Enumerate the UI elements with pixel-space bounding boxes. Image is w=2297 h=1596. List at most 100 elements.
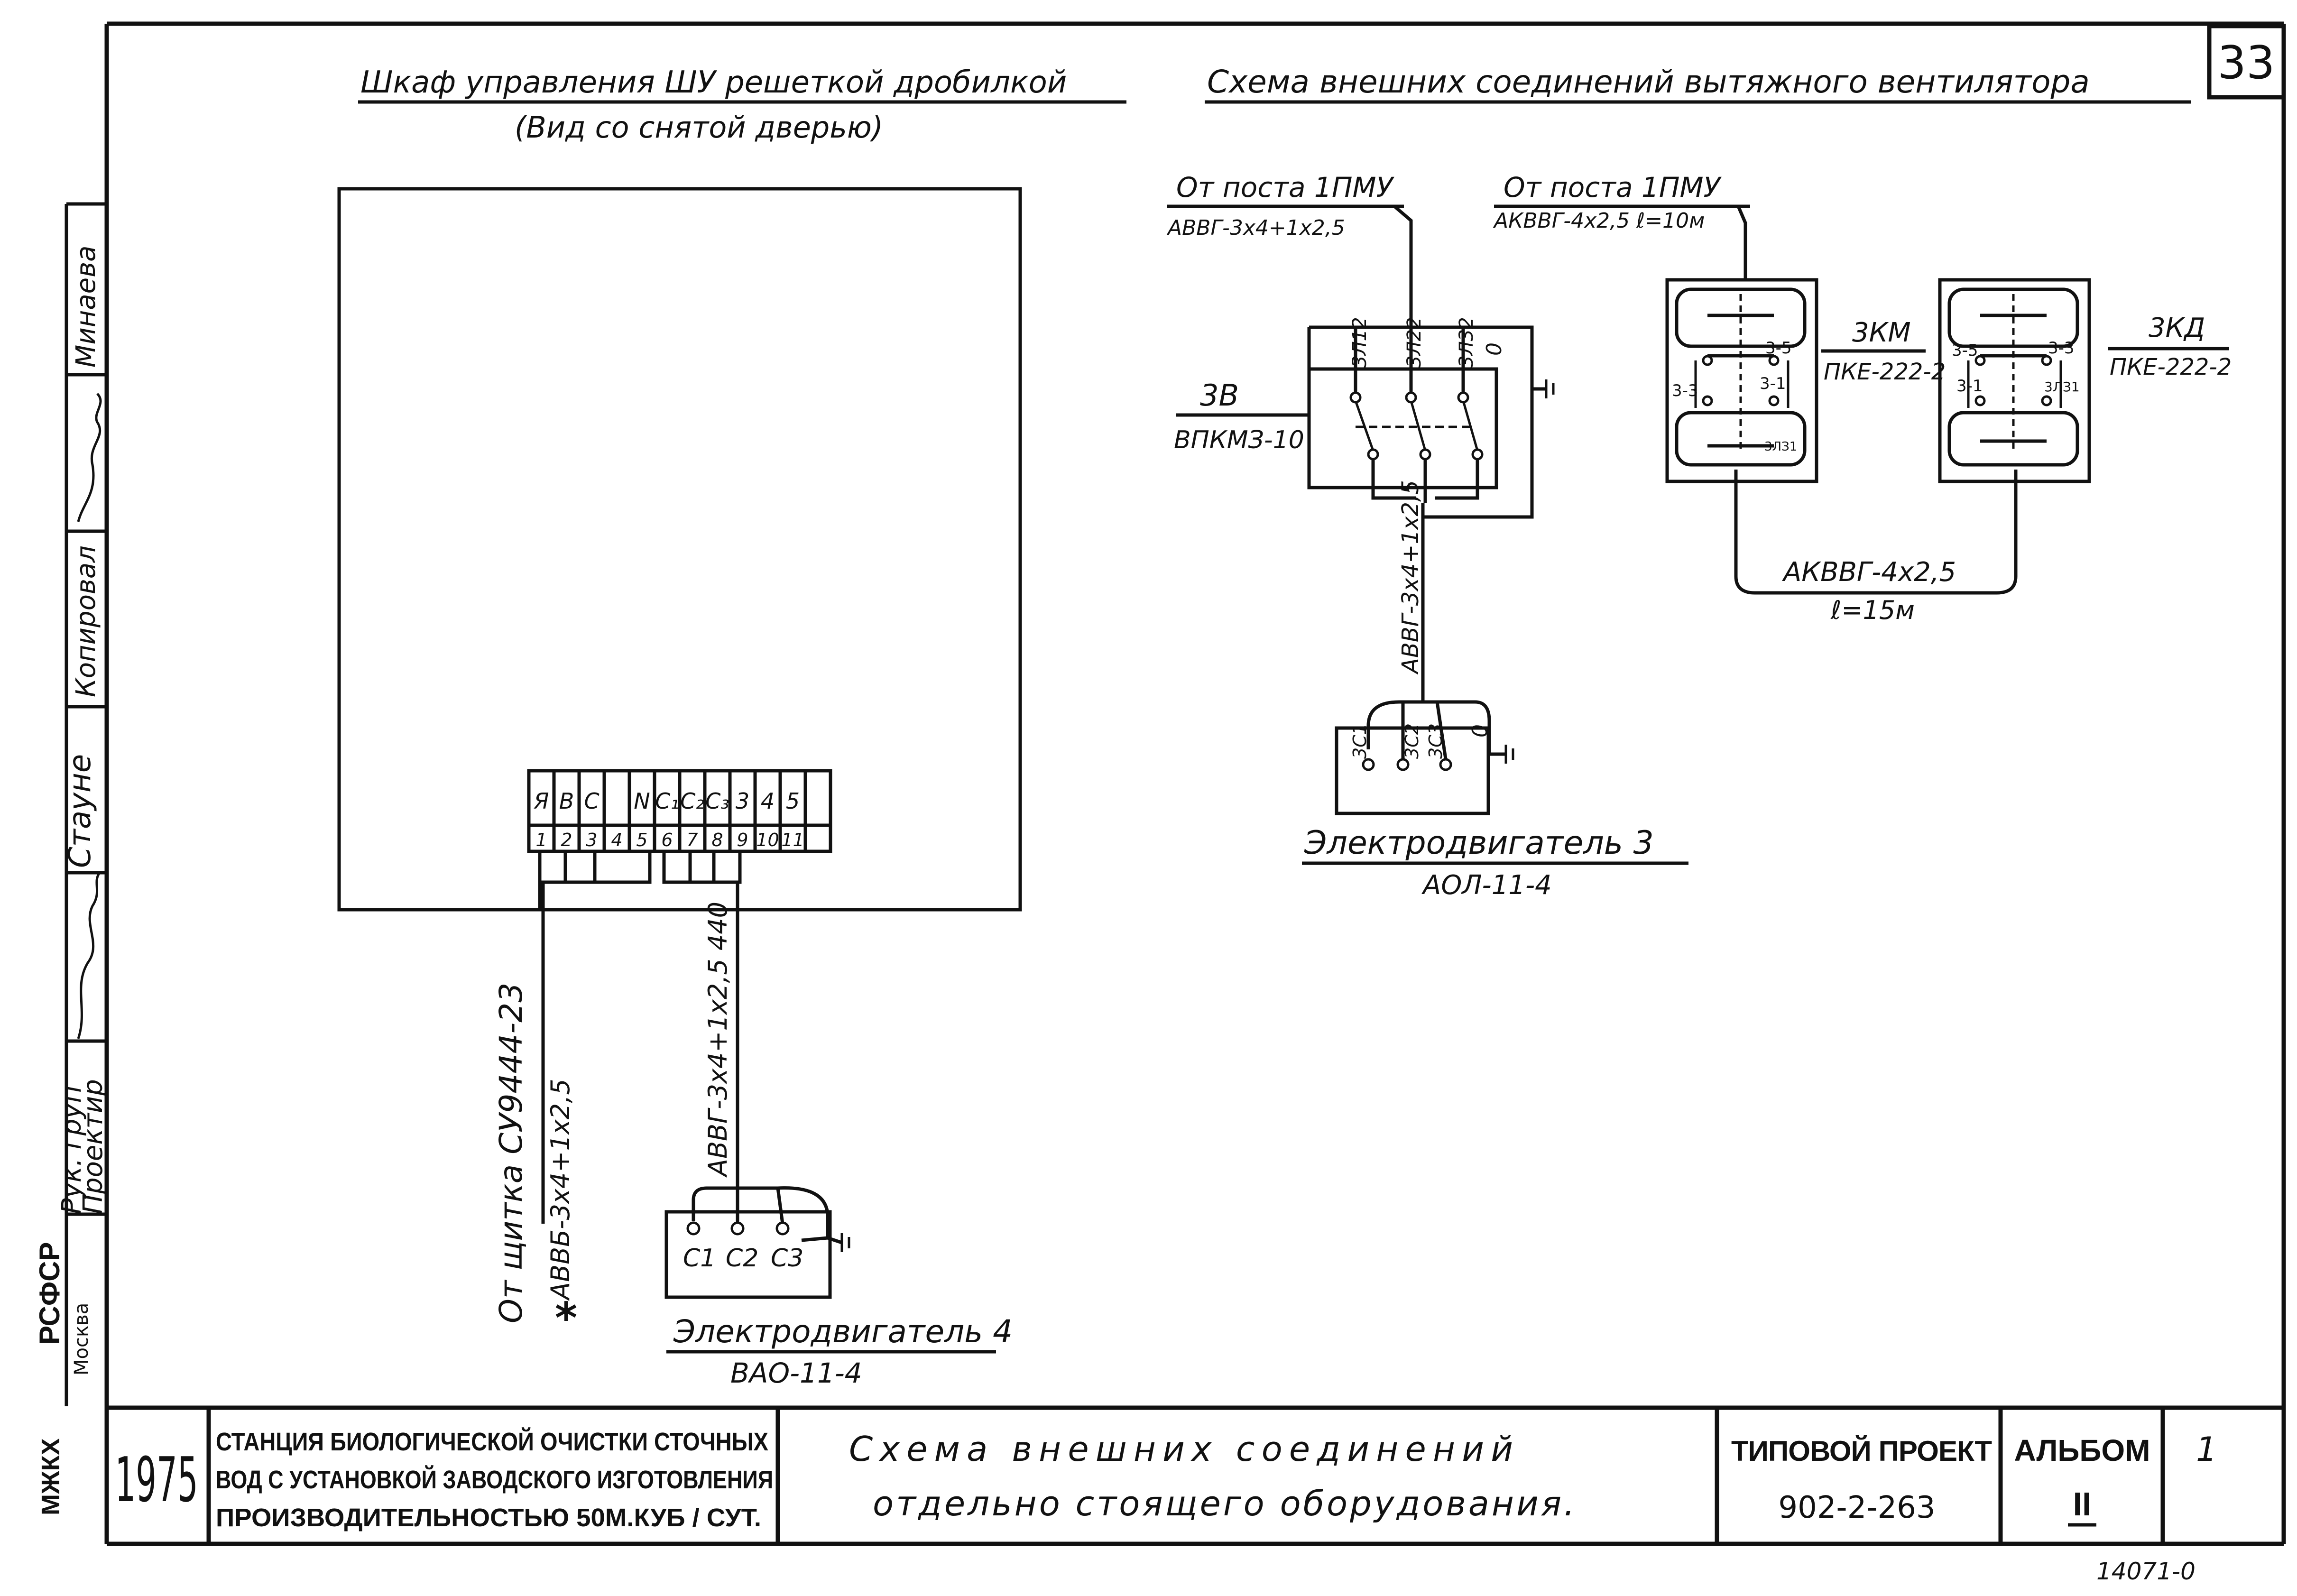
title-desc-line3: ПРОИЗВОДИТЕЛЬНОСТЬЮ 50М.КУБ / СУТ.	[216, 1504, 761, 1532]
left-subtitle: (Вид со снятой дверью)	[515, 110, 883, 145]
stamp-ministry: МЖКХ	[37, 1438, 65, 1515]
stamp-role-rukgrup: Рук. груп	[56, 1086, 87, 1214]
switch-3v: 3В ВПКМЗ-10 3Л12 3Л22 3Л32 0	[1174, 317, 1555, 519]
km-terminal-4: 3ЛЗ1	[1764, 440, 1797, 454]
kd-terminal-4: 3ЛЗ1	[2044, 379, 2080, 395]
terminal-number: 10	[756, 830, 779, 850]
from-post2: От поста 1ПМУ	[1504, 171, 1722, 203]
motor3-terminal-0: 0	[1468, 724, 1492, 738]
terminal-label-top: 3	[736, 788, 749, 814]
inventory-no: 14071-0	[2096, 1558, 2196, 1585]
motor-4: С1 С2 С3	[664, 1186, 850, 1299]
album-label: АЛЬБОМ	[2014, 1433, 2150, 1467]
cabinet-wiring	[538, 851, 742, 1224]
motor3-title: Электродвигатель 3	[1304, 824, 1654, 862]
terminal-number: 4	[611, 830, 622, 850]
stamp-role-proektir: Проектир	[78, 1079, 109, 1214]
terminal-label-top: В	[559, 788, 574, 814]
terminal-number: 6	[661, 830, 673, 850]
motor4-terminal-c3: С3	[771, 1244, 803, 1273]
cable-right-label: АВВГ-3х4+1х2,5 440	[703, 902, 733, 1178]
km-terminal-2: 3-3	[1672, 381, 1698, 400]
motor-3: 3С1 3С2 3С3 0	[1335, 700, 1514, 815]
kd-terminal-3: 3-1	[1956, 377, 1983, 396]
kd-terminal-2: 3-3	[2048, 339, 2075, 358]
motor3-terminal-1: 3С1	[1349, 723, 1370, 759]
left-title: Шкаф управления ШУ решеткой дробилкой	[360, 65, 1067, 100]
terminal-number: 7	[686, 830, 698, 850]
switch-terminal-2: 3Л22	[1403, 317, 1425, 368]
terminal-number: 5	[636, 830, 647, 850]
title-block: 1975 СТАНЦИЯ БИОЛОГИЧЕСКОЙ ОЧИСТКИ СТОЧН…	[104, 1408, 2217, 1544]
stamp-city: Москва	[71, 1303, 92, 1375]
stamp-role-kopiroval: Копировал	[71, 545, 101, 697]
motor3-terminal-2: 3С2	[1402, 723, 1422, 759]
terminal-number: 2	[561, 830, 572, 850]
motor4-terminal-c2: С2	[726, 1244, 758, 1273]
motor4-terminal-c1: С1	[683, 1244, 716, 1273]
switch-model: ВПКМЗ-10	[1174, 426, 1304, 454]
terminal-number: 11	[781, 830, 804, 850]
terminal-label-top: Я	[534, 788, 549, 814]
title-desc-line1: СТАНЦИЯ БИОЛОГИЧЕСКОЙ ОЧИСТКИ СТОЧНЫХ	[216, 1427, 768, 1456]
typical-project: ТИПОВОЙ ПРОЕКТ	[1731, 1435, 1992, 1467]
stamp-role-staune: Стауне	[63, 754, 98, 868]
signature-1	[77, 393, 102, 522]
kd-model: ПКЕ-222-2	[2110, 354, 2232, 380]
project-no: 902-2-263	[1778, 1490, 1935, 1525]
page-number-box: 33	[2207, 24, 2286, 100]
km-terminal-3: 3-1	[1760, 374, 1786, 393]
terminal-label-top: С₂	[680, 788, 704, 814]
side-stamp: Рук. груп Проектир Стауне Копировал Мина…	[34, 202, 109, 1515]
terminal-label-top: 5	[786, 788, 800, 814]
title-desc-line2: ВОД С УСТАНОВКОЙ ЗАВОДСКОГО ИЗГОТОВЛЕНИЯ	[216, 1465, 773, 1494]
cable-left-label: От щитка СУ9444-23	[493, 983, 529, 1323]
page-number: 33	[2218, 37, 2275, 89]
from-post1: От поста 1ПМУ	[1176, 171, 1394, 203]
motor3-terminal-3: 3С3	[1425, 723, 1446, 759]
terminal-number: 1	[535, 830, 547, 850]
sheet-title-line1: Схема внешних соединений	[849, 1429, 1513, 1469]
switch-terminal-3: 3Л32	[1456, 317, 1477, 368]
cable-left-mark: *	[555, 1293, 577, 1343]
terminal-label-top: С	[584, 788, 599, 814]
stamp-role-minaeva: Минаева	[71, 246, 101, 368]
from-post2-cable: АКВВГ-4х2,5 ℓ=10м	[1493, 209, 1705, 233]
km-label: 3КМ	[1852, 317, 1911, 348]
link-cable: АКВВГ-4х2,5	[1782, 557, 1956, 588]
terminal-label-top: С₃	[705, 788, 729, 814]
switch-terminal-1: 3Л12	[1349, 317, 1371, 368]
link-length: ℓ=15м	[1830, 595, 1915, 625]
terminal-label-top: N	[634, 788, 650, 814]
terminal-number: 3	[586, 830, 597, 850]
kd-terminal-1: 3-5	[1952, 341, 1978, 360]
control-cabinet	[337, 187, 1022, 912]
right-title: Схема внешних соединений вытяжного венти…	[1207, 64, 2090, 100]
terminal-number: 9	[737, 830, 748, 850]
terminal-label-top: 4	[761, 788, 775, 814]
signature-2	[77, 872, 101, 1039]
motor4-model: ВАО-11-4	[730, 1357, 862, 1389]
stamp-org: РСФСР	[34, 1242, 65, 1345]
km-terminal-1: 3-5	[1765, 339, 1792, 358]
sheet-frame	[104, 21, 2286, 1546]
from-post1-cable: АВВГ-3х4+1х2,5	[1166, 216, 1345, 240]
switch-terminal-0: 0	[1482, 342, 1506, 356]
starter-link-cable	[1734, 470, 2018, 595]
starter-3kd: 3-5 3-3 3-1 3ЛЗ1	[1938, 278, 2091, 483]
sheet-title-line2: отдельно стоящего оборудования.	[873, 1484, 1575, 1523]
switch-label: 3В	[1200, 378, 1239, 413]
terminal-label-top: С₁	[655, 788, 679, 814]
terminal-number: 8	[711, 830, 723, 850]
title-year: 1975	[115, 1444, 198, 1516]
starter-3km: 3-5 3-3 3-1 3ЛЗ1	[1665, 278, 1818, 483]
cable-left-spec: АВВБ-3х4+1х2,5	[545, 1079, 575, 1301]
km-model: ПКЕ-222-2	[1824, 359, 1946, 385]
kd-label: 3КД	[2149, 313, 2205, 343]
motor3-model: АОЛ-11-4	[1421, 870, 1552, 901]
album-no: II	[2073, 1485, 2092, 1522]
motor4-title: Электродвигатель 4	[673, 1313, 1013, 1350]
sheet-no: 1	[2196, 1430, 2217, 1469]
